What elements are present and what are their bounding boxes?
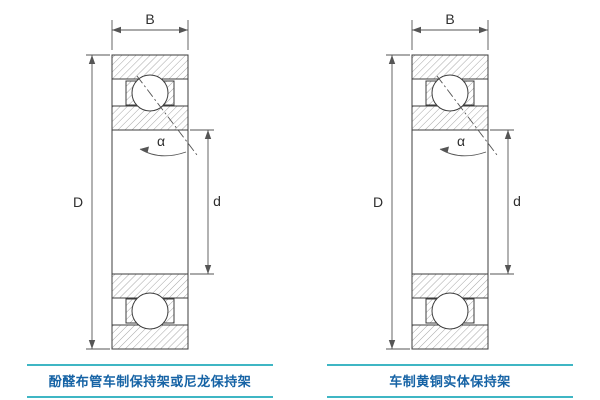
arrowhead (204, 265, 212, 274)
arrowhead (412, 26, 421, 34)
bore-region (411, 129, 489, 275)
arrowhead (388, 340, 396, 349)
ball-bottom (431, 292, 469, 330)
dimension-D: D (73, 54, 110, 350)
arrowhead (88, 55, 96, 64)
arrowhead (204, 130, 212, 139)
dimension-B: B (111, 11, 189, 50)
arrowhead (504, 265, 512, 274)
label-D: D (73, 194, 83, 210)
dimension-D: D (373, 54, 410, 350)
bearing-diagram-right: B D d α (373, 11, 521, 350)
arrowhead (112, 26, 121, 34)
bearing-cross-section (411, 54, 498, 350)
bearing-panel-left: B D d α (27, 11, 273, 398)
contact-angle-annotation: α (139, 133, 187, 157)
label-alpha: α (457, 133, 465, 149)
label-D: D (373, 194, 383, 210)
dimension-B: B (411, 11, 489, 50)
label-d: d (513, 193, 521, 209)
dimension-d: d (190, 129, 221, 275)
arrowhead (88, 340, 96, 349)
bore-region (111, 129, 189, 275)
arrowhead (140, 146, 149, 153)
arrowhead (440, 146, 449, 153)
ball-bottom (131, 292, 169, 330)
bearing-panel-right: B D d α (300, 0, 600, 400)
arrowhead (179, 26, 188, 34)
label-B: B (445, 11, 454, 27)
contact-angle-annotation: α (439, 133, 487, 157)
arrowhead (479, 26, 488, 34)
bearing-diagram-left: B D d α (73, 11, 221, 350)
label-alpha: α (157, 133, 165, 149)
caption-right: 车制黄铜实体保持架 (327, 364, 573, 398)
arrowhead (388, 55, 396, 64)
dimension-d: d (490, 129, 521, 275)
arrowhead (504, 130, 512, 139)
bearing-cross-section (111, 54, 198, 350)
label-d: d (213, 193, 221, 209)
caption-left: 酚醛布管车制保持架或尼龙保持架 (27, 364, 273, 398)
label-B: B (145, 11, 154, 27)
